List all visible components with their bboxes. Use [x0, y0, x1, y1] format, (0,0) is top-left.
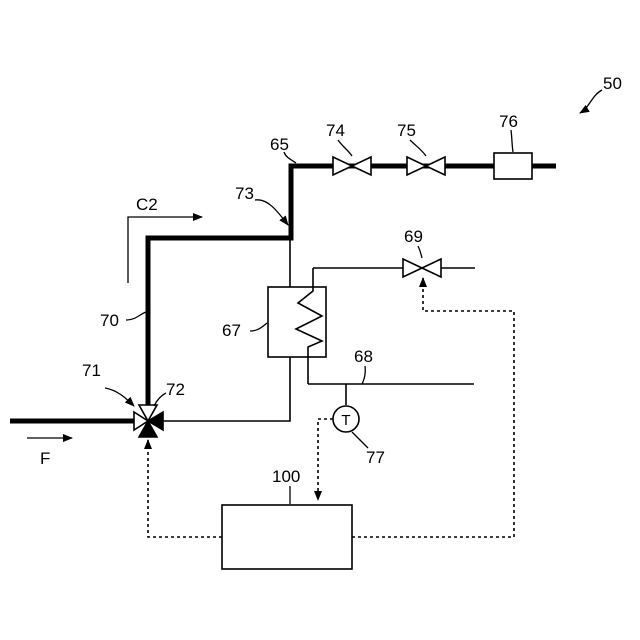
heat-exchanger-67: [268, 287, 326, 357]
leader-72: [154, 393, 166, 406]
leader-75: [410, 140, 426, 156]
device-76: [494, 153, 532, 179]
label-69: 69: [404, 227, 423, 246]
label-100: 100: [272, 467, 300, 486]
label-77: 77: [366, 448, 385, 467]
label-76: 76: [499, 112, 518, 131]
label-75: 75: [397, 121, 416, 140]
leader-67: [250, 323, 267, 331]
label-67: 67: [222, 321, 241, 340]
controller-100: [222, 505, 352, 569]
label-73: 73: [235, 184, 254, 203]
label-f: F: [40, 449, 50, 468]
leader-69: [418, 246, 422, 258]
leader-76: [511, 130, 513, 152]
label-71: 71: [82, 361, 101, 380]
valve-69: [403, 259, 441, 277]
signal-to-valve-69: [352, 278, 514, 537]
sensor-symbol: T: [341, 412, 350, 429]
label-74: 74: [326, 121, 345, 140]
valve-74: [333, 157, 371, 175]
leader-50: [580, 90, 602, 113]
label-72: 72: [166, 380, 185, 399]
leader-74: [338, 140, 352, 156]
three-way-valve-71: [134, 405, 163, 437]
label-70: 70: [100, 311, 119, 330]
leader-71: [105, 388, 134, 406]
label-68: 68: [354, 347, 373, 366]
label-c2: C2: [136, 195, 158, 214]
label-65: 65: [270, 135, 289, 154]
valve-75: [407, 157, 445, 175]
pipe-70: [148, 166, 556, 405]
leader-70: [126, 312, 146, 320]
flow-arrow-c2: [128, 217, 202, 283]
label-50: 50: [603, 74, 622, 93]
signal-from-sensor-77: [318, 419, 333, 500]
signal-to-valve-71: [148, 440, 222, 537]
leader-73: [255, 200, 288, 225]
leader-68: [362, 366, 365, 384]
exchanger-coil: [296, 268, 322, 384]
leader-77: [352, 432, 368, 448]
